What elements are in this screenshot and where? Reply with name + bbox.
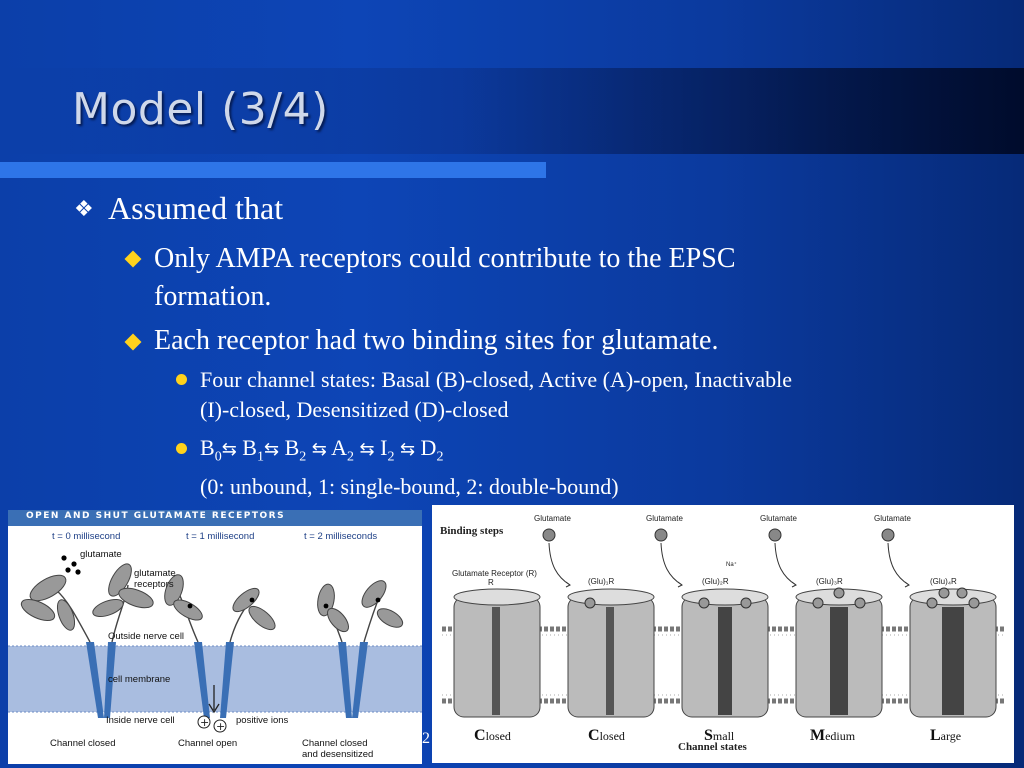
receptors-label-1: glutamate	[134, 568, 176, 579]
receptor-label-2: R	[488, 578, 494, 587]
glutamate-label-3: Glutamate	[760, 514, 797, 523]
channel-states-caption: Channel states	[678, 741, 747, 753]
state-small: Small	[704, 727, 735, 744]
positive-ion-icon	[197, 715, 211, 729]
glutamate-molecules	[61, 555, 381, 609]
channel-wall	[86, 642, 104, 718]
caption-open: Channel open	[178, 738, 238, 749]
state-sequence: B0⇆ B1⇆ B2 ⇆ A2 ⇆ I2 ⇆ D2	[200, 435, 444, 465]
glutamate-label-1: Glutamate	[534, 514, 571, 523]
time-label-2: t = 2 milliseconds	[304, 531, 378, 542]
title-band	[0, 68, 1024, 154]
channel-states-line2: (I)-closed, Desensitized (D)-closed	[200, 397, 509, 422]
caption-desensitized-2: and desensitized	[302, 749, 374, 760]
bullet-ampa-line1: Only AMPA receptors could contribute to …	[154, 243, 736, 274]
receptors-label-2: receptors	[134, 579, 174, 590]
diamond-bullet-icon	[124, 250, 142, 268]
dot-bullet-icon	[176, 374, 187, 385]
channel-states-line1: Four channel states: Basal (B)-closed, A…	[200, 367, 792, 392]
receptor-label-1: Glutamate Receptor (R)	[452, 569, 537, 578]
cell-membrane	[8, 646, 422, 712]
dot-bullet-icon	[176, 443, 187, 454]
bullet-binding-sites: Each receptor had two binding sites for …	[154, 325, 719, 356]
glutamate-balls	[542, 528, 895, 542]
svg-text:+: +	[216, 720, 225, 733]
diamond-bullet-icon	[124, 333, 142, 351]
diamond-bullet-icon: ❖	[74, 196, 94, 221]
time-label-1: t = 1 millisecond	[186, 531, 255, 542]
receptor-subunits	[20, 563, 404, 633]
caption-desensitized-1: Channel closed	[302, 738, 368, 749]
channel-1	[453, 588, 541, 718]
glutamate-label-2: Glutamate	[646, 514, 683, 523]
receptor-diagram: + +	[8, 555, 422, 733]
complex-label-1: (Glu)₁R	[588, 577, 615, 586]
slide-number: 2	[422, 730, 430, 747]
bullet-channel-states: Four channel states: Basal (B)-closed, A…	[200, 365, 980, 425]
glutamate-label-4: Glutamate	[874, 514, 911, 523]
channel-wall	[194, 642, 210, 718]
channel-wall	[220, 642, 234, 718]
state-closed-1: Closed	[474, 727, 511, 744]
bullet-ampa: Only AMPA receptors could contribute to …	[154, 240, 974, 316]
bullet-ampa-line2: formation.	[154, 281, 272, 312]
channel-states-diagram	[442, 528, 1004, 718]
time-label-0: t = 0 millisecond	[52, 531, 121, 542]
channel-wall	[104, 642, 116, 718]
channel-4	[795, 587, 883, 718]
channel-2	[567, 588, 655, 718]
outside-label: Outside nerve cell	[108, 631, 185, 642]
channel-wall	[338, 642, 352, 718]
svg-text:+: +	[200, 716, 209, 729]
complex-label-4: (Glu)₄R	[930, 577, 957, 586]
receptor-open-shut-figure: OPEN AND SHUT GLUTAMATE RECEPTORS t = 0 …	[8, 510, 422, 764]
slide-title: Model (3/4)	[72, 84, 329, 135]
inside-label: Inside nerve cell	[106, 715, 175, 726]
binding-arrows	[548, 542, 910, 588]
complex-label-2: (Glu)₂R	[702, 577, 729, 586]
binding-steps-title: Binding steps	[440, 525, 504, 537]
membrane-label: cell membrane	[108, 674, 171, 685]
bullet-state-sequence: B0⇆ B1⇆ B2 ⇆ A2 ⇆ I2 ⇆ D2 (0: unbound, 1…	[200, 433, 980, 502]
binding-steps-figure: Binding steps Glutamate Glutamate Glutam…	[432, 505, 1014, 763]
title-underline	[0, 162, 546, 178]
state-medium: Medium	[810, 727, 856, 744]
bullet-assumed: Assumed that	[108, 190, 284, 226]
state-sequence-note: (0: unbound, 1: single-bound, 2: double-…	[200, 474, 619, 500]
state-closed-2: Closed	[588, 727, 625, 744]
state-large: Large	[930, 727, 962, 744]
na-ion-label: Na⁺	[726, 562, 737, 568]
ions-label: positive ions	[236, 715, 289, 726]
glutamate-label: glutamate	[80, 549, 122, 560]
channel-wall	[352, 642, 368, 718]
channel-3	[681, 588, 769, 718]
channel-5	[909, 587, 997, 718]
positive-ion-icon	[213, 719, 227, 733]
caption-closed: Channel closed	[50, 738, 116, 749]
complex-label-3: (Glu)₃R	[816, 577, 843, 586]
figure-header: OPEN AND SHUT GLUTAMATE RECEPTORS	[8, 510, 422, 526]
